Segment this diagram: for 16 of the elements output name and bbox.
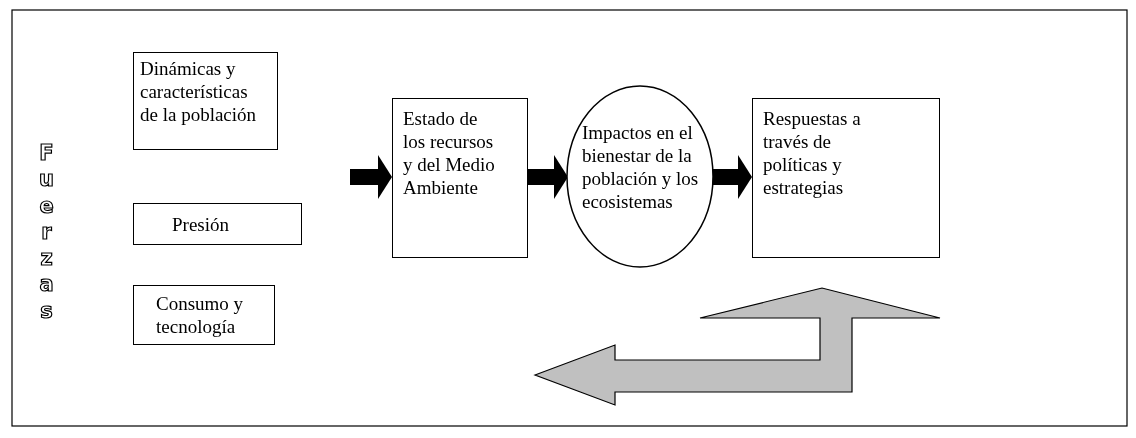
box-text: Consumo y tecnología (156, 292, 245, 338)
box-text: Dinámicas y características de la población (140, 57, 258, 126)
box-text: Presión (172, 213, 230, 236)
box-text: Respuestas a través de políticas y estrategias (763, 107, 862, 199)
text-box (752, 98, 940, 258)
text-box (133, 52, 278, 150)
text-box (133, 285, 275, 345)
text-box (392, 98, 528, 258)
box-text: Impactos en el bienestar de la población y los ecosistemas (582, 121, 700, 213)
impact-circle (566, 85, 714, 268)
text-box (133, 203, 302, 245)
block-arrow (712, 155, 752, 199)
block-arrow (350, 155, 392, 199)
block-arrow (528, 155, 568, 199)
vertical-heading: Fuerzas (38, 140, 55, 324)
box-text: Estado de los recursos y del Medio Ambiente (403, 107, 496, 199)
